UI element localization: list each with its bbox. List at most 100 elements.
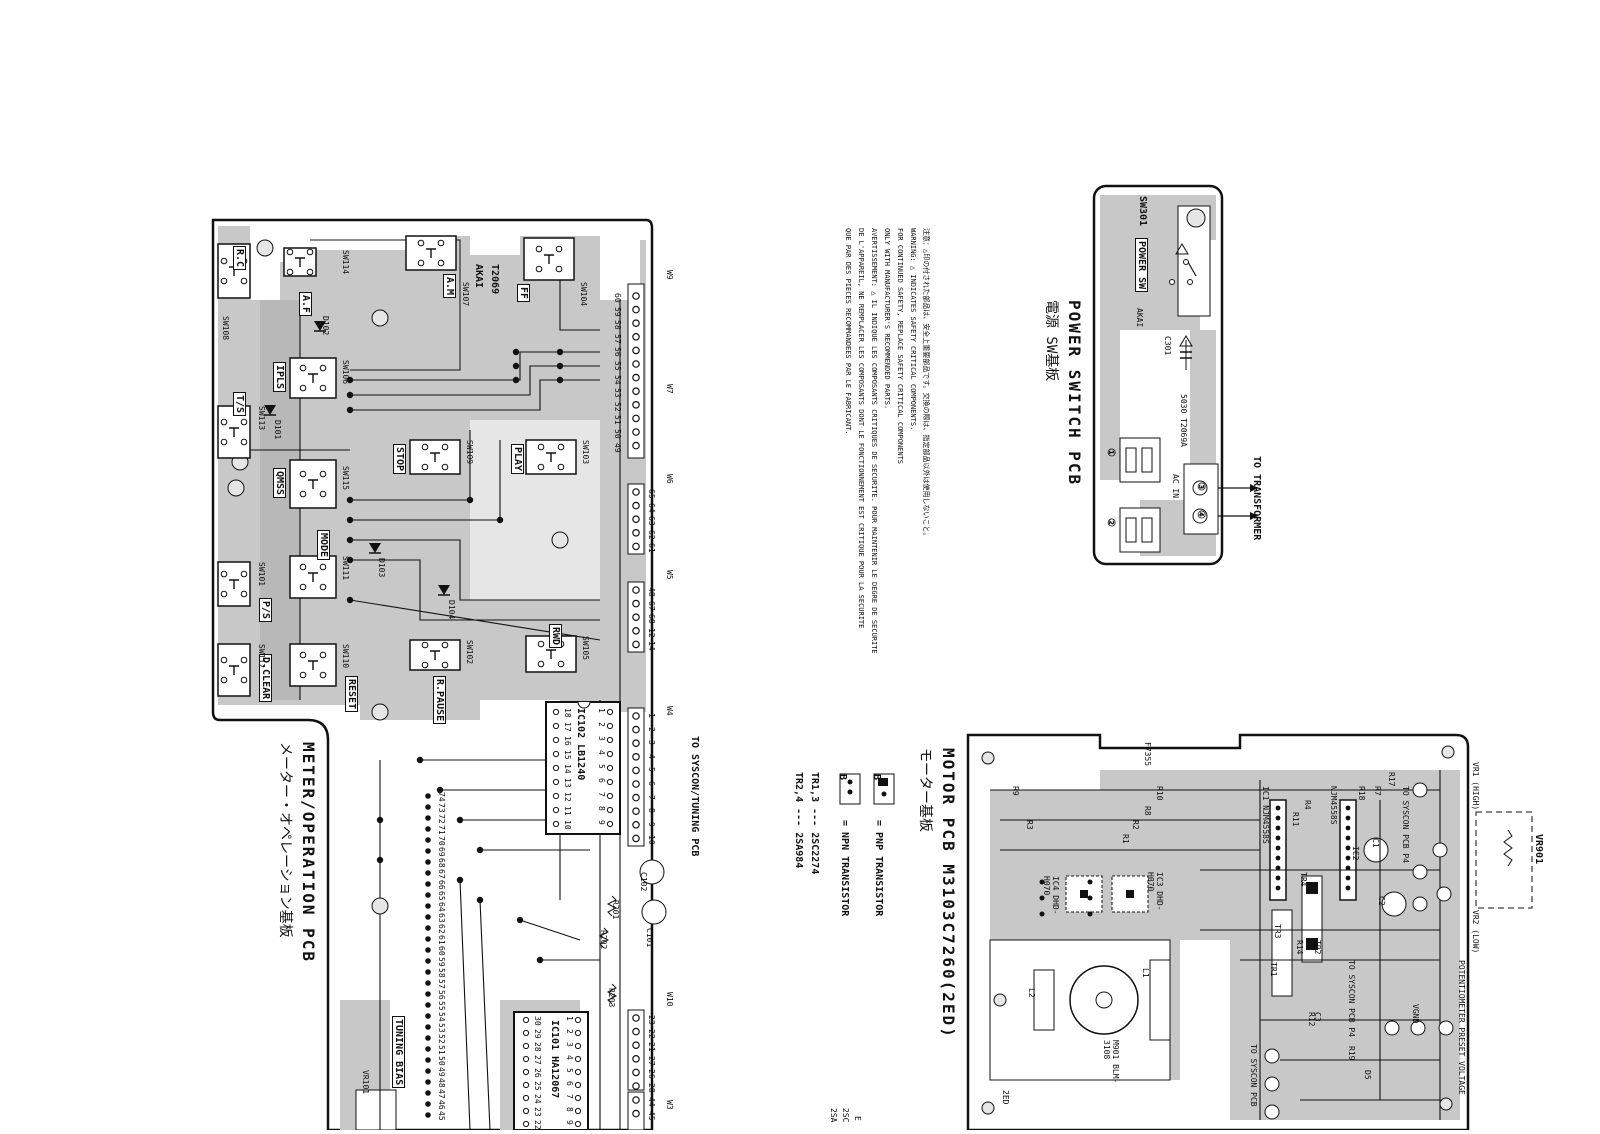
header-pin [632, 599, 640, 608]
col-pin-number: 74 [437, 792, 446, 802]
switch-pad [319, 583, 327, 591]
ic-pin-number: 6 [597, 778, 606, 783]
header-pin [632, 1068, 640, 1077]
col-pin-number: 46 [437, 1100, 446, 1110]
col-pin-number: 63 [437, 913, 446, 923]
motor-pad [1087, 879, 1093, 885]
pin-number: 7 [647, 794, 656, 800]
header-pin [632, 319, 640, 328]
switch-func-label: PLAY [511, 444, 524, 475]
switch-pad [220, 418, 228, 426]
diode-symbol [369, 543, 381, 553]
b-label-1: B [871, 774, 882, 781]
legend-pad [847, 779, 853, 785]
power-sw-label: POWER SW [1135, 238, 1148, 293]
header-w10 [627, 1009, 645, 1091]
switch-pad [319, 470, 327, 478]
warning-en-2: FOR CONTINUED SAFETY, REPLACE SAFETY CRI… [896, 228, 904, 465]
ic-pin-number: 22 [533, 1120, 542, 1130]
col-pin [425, 914, 431, 920]
switch-plunger [295, 257, 305, 267]
switch-pad [319, 671, 327, 679]
ic-pin-number: 8 [565, 1107, 574, 1112]
switch-pad [417, 259, 425, 267]
meter-via [376, 816, 384, 824]
switch-ref-label: SW115 [341, 466, 350, 491]
switch-ref-label: SW106 [341, 360, 350, 385]
ic4-label: IC4 DHD-H070 [1042, 876, 1060, 915]
ic-pin-number: 13 [563, 778, 572, 788]
ic-pin [522, 1042, 530, 1050]
meter-trace [350, 365, 600, 396]
mount-hole [227, 479, 245, 497]
col-pin-number: 72 [437, 814, 446, 824]
switch-pad [319, 563, 327, 571]
c101-symbol [641, 899, 667, 925]
npn-legend-symbol [839, 773, 861, 805]
ic-pin [522, 1016, 530, 1024]
motor-terminal [1432, 842, 1448, 858]
col-pin-number: 47 [437, 1089, 446, 1099]
motor-pcb-title: MOTOR PCB M3103C7260(2ED) [939, 748, 958, 1039]
ic-pin-number: 2 [597, 722, 606, 727]
pin-number: 49 [613, 442, 622, 453]
conn-w4: W4 [665, 706, 674, 716]
header-pin [632, 820, 640, 829]
ic-pin-number: 7 [565, 1094, 574, 1099]
ic-pin [522, 1094, 530, 1102]
switch-pad [319, 490, 327, 498]
switch-pad [240, 438, 248, 446]
col-pin [425, 1002, 431, 1008]
header-pin [632, 528, 640, 537]
switch-pad [240, 418, 248, 426]
ic-pin-number: 14 [563, 764, 572, 774]
header-pin [632, 1027, 640, 1036]
ic-pin [522, 1029, 530, 1037]
switch-pad [437, 259, 445, 267]
ic-pin-number: 3 [597, 736, 606, 741]
warning-fr-2: DE L'APPAREIL, NE REMPLACER LES COMPOSAN… [857, 228, 865, 629]
ic-pin [1345, 845, 1351, 851]
switch-rpause[interactable] [409, 639, 461, 671]
motor-terminal [1264, 1104, 1280, 1120]
warning-jp: 注意：△印の付された部品は、安全上重要部品です。交換の際は、指定部品以外は使用し… [922, 228, 930, 540]
ic-pin-number: 7 [597, 792, 606, 797]
col-pin [425, 925, 431, 931]
diode-label: D102 [321, 316, 330, 336]
ic-pin-number: 18 [563, 708, 572, 718]
col-pin [425, 848, 431, 854]
ic-pin [1345, 825, 1351, 831]
col-pin [425, 826, 431, 832]
legend-pad [881, 791, 887, 797]
edge-text-2sc: 2SC [841, 1108, 850, 1123]
switch-pad [421, 463, 429, 471]
switch-pad [557, 463, 565, 471]
header-pin [632, 515, 640, 524]
ic-pin-number: 27 [533, 1055, 542, 1065]
meter-trace [459, 879, 471, 1131]
motor-part-label: R18 [1357, 786, 1366, 801]
pin-number: 56 [613, 347, 622, 358]
ic-pin [552, 736, 560, 744]
power-pcb-subtitle: 電源 SW基板 [1043, 300, 1059, 382]
meter-trace [350, 379, 600, 411]
pin-number: 3 [647, 740, 656, 746]
motor-part-label: R14 [1295, 940, 1304, 955]
pin-number: 2 [647, 726, 656, 732]
col-pin [425, 947, 431, 953]
motor-terminal [1410, 1020, 1426, 1036]
switch-func-label: FF [517, 284, 530, 303]
pin-number: 6 [647, 781, 656, 786]
conn-w6: W6 [665, 474, 674, 484]
switch-func-label: RWD [549, 624, 562, 649]
motor-terminal [1436, 886, 1452, 902]
switch-plunger [229, 427, 239, 437]
ic-pin-number: 4 [597, 750, 606, 755]
safety-warning: 注意：△印の付された部品は、安全上重要部品です。交換の際は、指定部品以外は使用し… [841, 228, 932, 654]
ic-pin [574, 1055, 582, 1063]
meter-via [416, 756, 424, 764]
switch-pad [240, 676, 248, 684]
meter-via [536, 956, 544, 964]
motor-mount-hole [1439, 1097, 1453, 1111]
motor-terminal [1264, 1076, 1280, 1092]
